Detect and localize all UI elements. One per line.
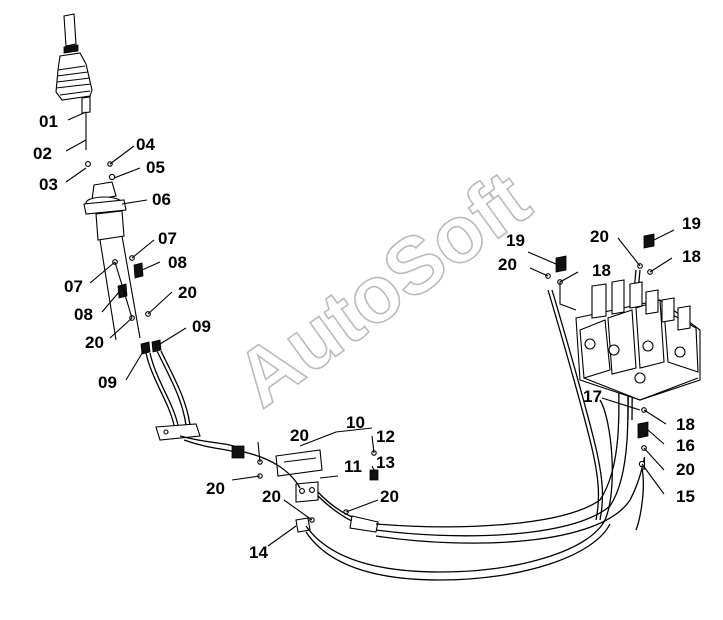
label-08-right: 08 [168, 253, 187, 272]
label-04: 04 [136, 135, 155, 154]
label-13: 13 [376, 453, 395, 472]
label-18-top: 18 [592, 261, 611, 280]
joystick-handle [55, 13, 93, 114]
label-07-right: 07 [158, 229, 177, 248]
label-08-left: 08 [74, 305, 93, 324]
label-20-valve-lower: 20 [676, 460, 695, 479]
watermark: AutoSoft [220, 153, 545, 423]
joystick-fittings [112, 255, 162, 355]
valve-leaders [231, 229, 675, 547]
label-20-upper-right: 20 [178, 283, 197, 302]
label-20-valve-left: 20 [498, 255, 517, 274]
control-valve [575, 279, 701, 401]
label-15: 15 [676, 487, 695, 506]
joystick-hoses [145, 350, 245, 459]
joystick-shaft [85, 112, 116, 181]
callout-labels: 01 02 03 04 05 06 07 07 08 08 20 20 09 0… [33, 112, 701, 562]
label-20-bracket-low: 20 [262, 487, 281, 506]
label-20-left: 20 [85, 333, 104, 352]
label-09-right: 09 [192, 317, 211, 336]
label-20-bracket-left: 20 [206, 479, 225, 498]
label-05: 05 [146, 158, 165, 177]
label-06: 06 [152, 190, 171, 209]
label-11: 11 [344, 457, 362, 476]
label-02: 02 [33, 144, 52, 163]
joystick-leaders [65, 111, 187, 381]
label-10: 10 [346, 413, 365, 432]
pilot-hoses [243, 269, 646, 581]
label-20-valve-top: 20 [590, 227, 609, 246]
label-19-left: 19 [506, 231, 525, 250]
label-16: 16 [676, 436, 695, 455]
label-20-bracket-right: 20 [380, 487, 399, 506]
label-18-right: 18 [682, 247, 701, 266]
label-14: 14 [249, 543, 268, 562]
label-01: 01 [39, 112, 58, 131]
label-20-bracket-top: 20 [290, 426, 309, 445]
joystick-base-boot [83, 181, 141, 341]
label-17: 17 [583, 387, 602, 406]
label-12: 12 [376, 427, 395, 446]
label-18-lower: 18 [676, 415, 695, 434]
label-09-left: 09 [98, 373, 117, 392]
label-19-right: 19 [682, 214, 701, 233]
label-07-left: 07 [64, 277, 83, 296]
label-03: 03 [39, 175, 58, 194]
